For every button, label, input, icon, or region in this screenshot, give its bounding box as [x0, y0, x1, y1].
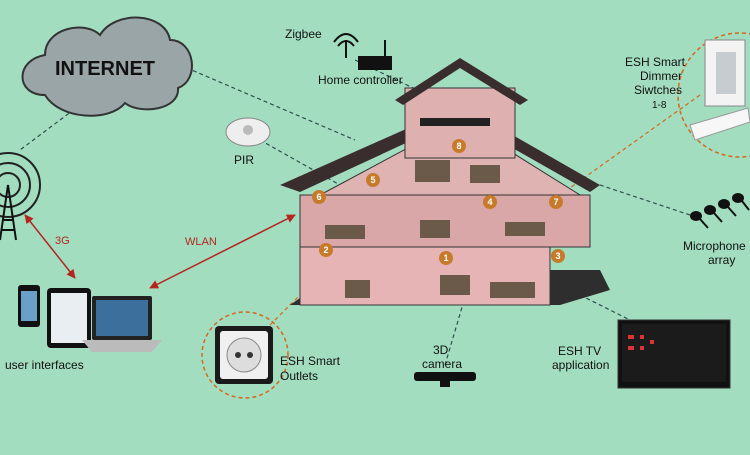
room-number-8: 8: [456, 141, 461, 151]
tv-house-link: [559, 284, 641, 326]
controller-house-link: [354, 59, 491, 126]
internet-house-link: [179, 64, 356, 141]
esh-dimmer-line3: Siwtches: [634, 83, 682, 97]
internet-tower-link: [19, 104, 81, 151]
cell-tower: [0, 152, 41, 241]
internet-cloud: INTERNET: [21, 16, 193, 117]
esh-tv-line1: ESH TV: [558, 344, 601, 358]
room-number-6: 6: [316, 192, 321, 202]
smart-outlet: ESH Smart Outlets: [201, 311, 341, 399]
esh-tv-line2: application: [552, 358, 609, 372]
link-wlan-arrow: [149, 214, 296, 289]
pir-house-link: [259, 139, 341, 186]
user-devices: user interfaces: [5, 285, 162, 372]
room-number-5: 5: [370, 175, 375, 185]
esh-outlets-line1: ESH Smart: [280, 354, 341, 368]
room-number-2: 2: [323, 245, 328, 255]
home-controller-label: Home controller: [318, 73, 403, 87]
esh-dimmer-line1: ESH Smart: [625, 55, 686, 69]
house-cutaway: [280, 58, 610, 306]
microphone-line2: array: [708, 253, 735, 267]
link-wlan-label: WLAN: [185, 236, 217, 248]
esh-dimmer-line4: 1-8: [652, 100, 667, 111]
tv-application: ESH TV application: [552, 319, 731, 389]
pir-label: PIR: [234, 153, 254, 167]
room-number-4: 4: [487, 197, 492, 207]
router-icon: [358, 56, 392, 70]
room-number-1: 1: [443, 253, 448, 263]
esh-outlets-line2: Outlets: [280, 369, 318, 383]
camera-line1: 3D: [433, 343, 449, 357]
microphone-array: Microphone array: [683, 193, 750, 267]
internet-label: INTERNET: [55, 58, 155, 80]
zigbee-label: Zigbee: [285, 27, 322, 41]
link-3g-arrow: [24, 214, 76, 279]
home-controller: Zigbee Home controller: [285, 27, 403, 87]
user-interfaces-label: user interfaces: [5, 358, 84, 372]
room-markers: 1 2 3 4 5 6 7 8: [312, 139, 565, 265]
room-number-3: 3: [555, 251, 560, 261]
top-roof: [395, 58, 528, 105]
microphone-line1: Microphone: [683, 239, 746, 253]
link-3g-label: 3G: [55, 235, 70, 247]
esh-dimmer-line2: Dimmer: [640, 69, 682, 83]
camera-3d: 3D camera: [414, 343, 476, 387]
camera-line2: camera: [422, 357, 462, 371]
pir-sensor: PIR: [225, 117, 271, 167]
dimmer-switches: ESH Smart Dimmer Siwtches 1-8: [625, 32, 750, 158]
room-number-7: 7: [553, 197, 558, 207]
